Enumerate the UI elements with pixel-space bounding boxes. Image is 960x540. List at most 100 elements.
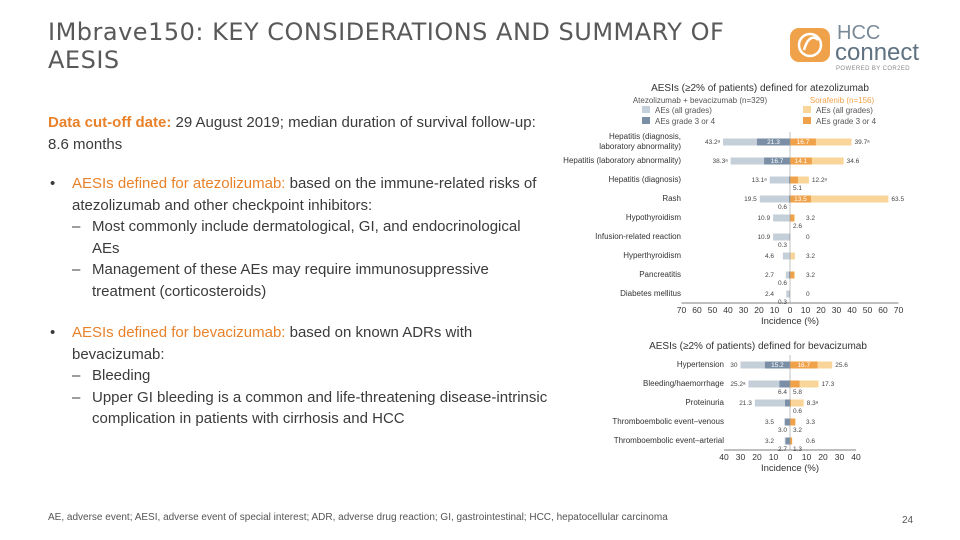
value-label-ab-g34: 15.2 — [771, 362, 784, 369]
bar-ab-g34 — [789, 195, 790, 203]
bullet1-text: based on the immune-related risks of ate… — [72, 175, 537, 214]
bar-sor-g34 — [790, 195, 811, 203]
value-label-sor-all: 25.6 — [835, 362, 848, 369]
category-label: Rash — [662, 194, 681, 203]
value-label-ab-all: 19.5 — [744, 196, 757, 203]
value-label-sor-all: 3.3 — [806, 419, 815, 426]
tick-label: 10 — [770, 305, 780, 315]
category-label: Thromboembolic event–arterial — [614, 436, 724, 445]
value-label-ab-all: 10.9 — [757, 234, 770, 241]
value-label-sor-all: 12.2ᵃ — [812, 177, 828, 184]
tick-label: 20 — [818, 452, 828, 462]
cutoff-paragraph: Data cut-off date: 29 August 2019; media… — [48, 112, 548, 155]
cutoff-label: Data cut-off date: — [48, 114, 172, 131]
category-label: Diabetes mellitus — [620, 289, 681, 298]
category-label: Hepatitis (diagnosis, — [609, 132, 681, 141]
bar-ab-all — [754, 399, 790, 407]
tick-label: 0 — [788, 452, 793, 462]
chart-title: AESIs (≥2% of patients) defined for atez… — [651, 83, 869, 94]
bar-sor-all — [790, 380, 819, 388]
value-label-sor-all: 3.2 — [806, 253, 815, 260]
value-label-sor-all: 17.3 — [822, 381, 835, 388]
value-label-sor-all: 39.7ᵃ — [855, 139, 871, 146]
footnote: AE, adverse event; AESI, adverse event o… — [48, 512, 668, 523]
tick-label: 30 — [835, 452, 845, 462]
category-label: Hyperthyroidism — [623, 251, 681, 260]
value-label-ab-all: 2.4 — [765, 291, 774, 298]
bullet-dot: • — [50, 324, 56, 341]
bullet-bevacizumab: • AESIs defined for bevacizumab: based o… — [50, 322, 548, 365]
bullet2-sub-1: –Bleeding — [72, 367, 151, 384]
tick-label: 50 — [863, 305, 873, 315]
value-label-sor-g34: 5.1 — [793, 185, 802, 192]
category-label: Bleeding/haemorrhage — [643, 379, 724, 388]
value-label-ab-g34: 3.0 — [778, 427, 787, 434]
bullet-atezolizumab: • AESIs defined for atezolizumab: based … — [50, 173, 548, 216]
category-label: laboratory abnormality) — [599, 142, 681, 151]
bar-ab-all — [730, 157, 790, 165]
value-label-sor-all: 34.6 — [847, 158, 860, 165]
legend-right-all: AEs (all grades) — [816, 106, 873, 115]
key-considerations: Data cut-off date: 29 August 2019; media… — [48, 112, 548, 430]
bar-sor-g34 — [790, 361, 818, 369]
bar-sor-all — [790, 138, 852, 146]
value-label-ab-all: 30 — [730, 362, 738, 369]
value-label-ab-all: 43.2ᵃ — [705, 139, 721, 146]
value-label-ab-g34: 0.6 — [778, 280, 787, 287]
bar-sor-all — [790, 252, 795, 260]
bar-sor-all — [790, 157, 844, 165]
legend-left-all: AEs (all grades) — [655, 106, 712, 115]
value-label-sor-all: 0 — [806, 291, 810, 298]
tick-label: 70 — [894, 305, 904, 315]
tick-label: 30 — [832, 305, 842, 315]
bar-sor-g34 — [790, 176, 798, 184]
bullet2-head: AESIs defined for bevacizumab: — [72, 324, 286, 341]
bar-ab-g34 — [764, 157, 790, 165]
legend-sor-g34-swatch — [803, 117, 811, 124]
legend-left-g34: AEs grade 3 or 4 — [655, 117, 716, 126]
category-label: Thromboembolic event–venous — [612, 417, 724, 426]
bar-sor-all — [790, 176, 809, 184]
bullet1-sub-1-text: Most commonly include dermatological, GI… — [92, 218, 521, 257]
value-label-ab-all: 2.7 — [765, 272, 774, 279]
bullet1-sub-2: –Management of these AEs may require imm… — [72, 261, 489, 300]
bar-ab-g34 — [785, 399, 790, 407]
tick-label: 10 — [802, 452, 812, 462]
value-label-ab-g34: 2.7 — [778, 446, 787, 453]
value-label-ab-all: 3.2 — [765, 438, 774, 445]
tick-label: 40 — [851, 452, 861, 462]
tick-label: 10 — [801, 305, 811, 315]
value-label-sor-all: 3.2 — [806, 272, 815, 279]
x-axis-title: Incidence (%) — [761, 316, 819, 327]
bar-ab-all — [773, 214, 790, 222]
value-label-sor-g34: 3.2 — [793, 427, 802, 434]
value-label-ab-g34: 0.3 — [778, 299, 787, 306]
value-label-ab-all: 21.3 — [739, 400, 752, 407]
value-label-ab-all: 4.6 — [765, 253, 774, 260]
value-label-sor-g34: 1.3 — [793, 446, 802, 453]
category-label: Hepatitis (diagnosis) — [609, 175, 682, 184]
bar-ab-all — [785, 271, 790, 279]
bar-sor-g34 — [790, 157, 812, 165]
value-label-sor-g34: 16.7 — [797, 139, 810, 146]
bullet2-sub-2: –Upper GI bleeding is a common and life-… — [72, 388, 548, 428]
category-label: Hypothyroidism — [626, 213, 681, 222]
bar-ab-g34 — [789, 176, 790, 184]
bar-sor-all — [790, 195, 889, 203]
bar-sor-all — [790, 399, 804, 407]
tick-label: 0 — [788, 305, 793, 315]
category-label: Infusion-related reaction — [595, 232, 681, 241]
logo-line2: connect — [835, 39, 920, 66]
cutoff-text: 29 August 2019; median duration of survi… — [48, 114, 536, 153]
bullet2-sub-1-text: Bleeding — [92, 367, 151, 384]
tick-label: 20 — [754, 305, 764, 315]
value-label-sor-g34: 16.7 — [797, 362, 810, 369]
legend-right-head: Sorafenib (n=156) — [810, 96, 875, 105]
bar-ab-g34 — [789, 271, 790, 279]
bar-ab-g34 — [779, 380, 790, 388]
value-label-ab-g34: 0.6 — [778, 204, 787, 211]
bar-ab-g34 — [785, 437, 790, 445]
bar-sor-g34 — [790, 418, 796, 426]
value-label-ab-g34: 0.3 — [778, 242, 787, 249]
tick-label: 10 — [769, 452, 779, 462]
